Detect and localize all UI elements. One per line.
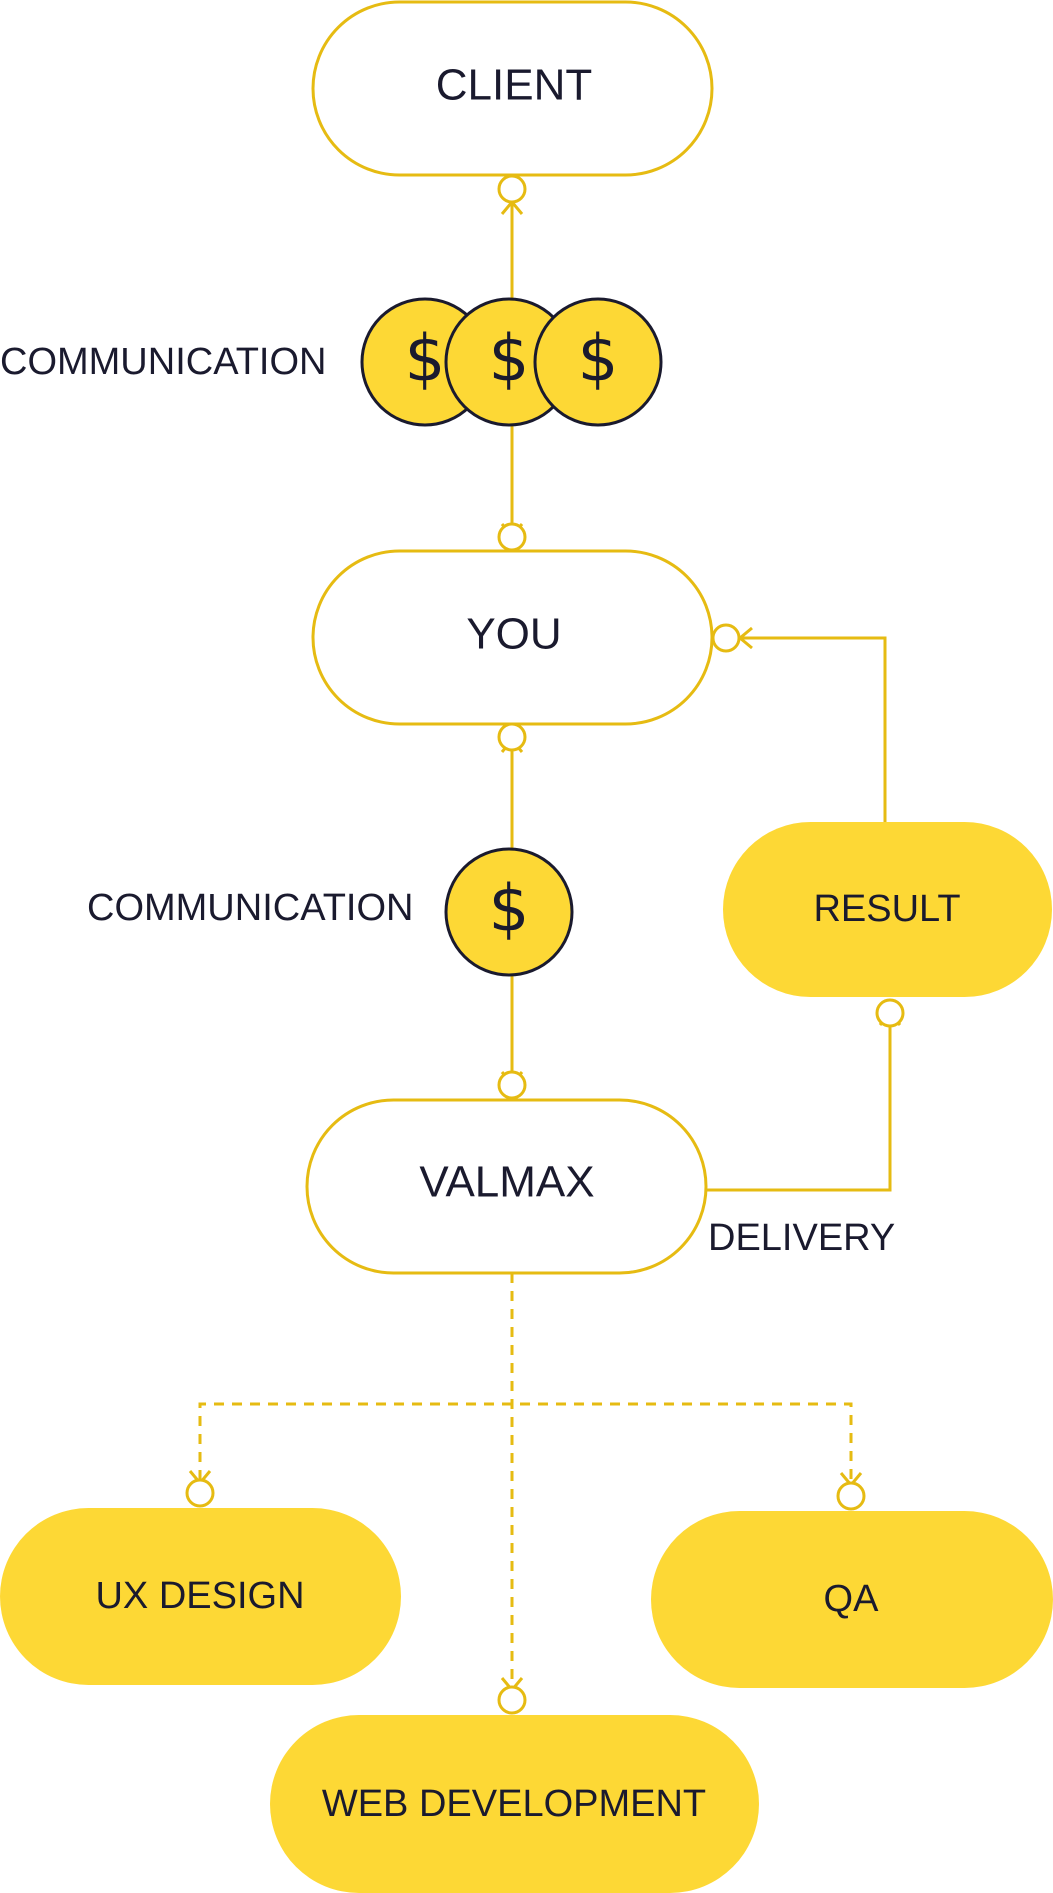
branch-dashed-line <box>198 1402 853 1480</box>
coin-group-middle: $ <box>444 847 574 977</box>
connector-endpoints <box>185 174 905 1715</box>
result-label: RESULT <box>813 888 960 930</box>
endpoint-circle <box>185 1478 215 1508</box>
client-pill <box>311 0 714 177</box>
you-pill <box>311 549 714 726</box>
communication-top-label: COMMUNICATION <box>0 341 327 383</box>
qa-label: QA <box>824 1578 880 1620</box>
coin-group-top: $ $ $ <box>360 297 663 427</box>
valmax-pill <box>305 1098 708 1275</box>
valmax-label: VALMAX <box>419 1158 594 1207</box>
node-valmax: VALMAX <box>305 1098 708 1275</box>
endpoint-circle <box>497 1070 527 1100</box>
ux-design-pill <box>0 1508 401 1685</box>
ux-design-label: UX DESIGN <box>95 1575 304 1617</box>
web-development-label: WEB DEVELOPMENT <box>322 1783 706 1825</box>
endpoint-circle <box>497 174 527 204</box>
client-label: CLIENT <box>436 61 592 110</box>
node-qa: QA <box>651 1511 1053 1688</box>
result-pill <box>723 822 1052 997</box>
dollar-coin-icon <box>533 297 663 427</box>
connectors <box>198 200 892 1688</box>
node-result: RESULT <box>723 822 1052 997</box>
endpoint-circle <box>497 722 527 752</box>
you-label: YOU <box>466 610 561 659</box>
endpoint-circle <box>836 1481 866 1511</box>
dollar-coin-icon <box>444 847 574 977</box>
valmax-result-line <box>706 1026 892 1192</box>
endpoint-circle <box>711 623 741 653</box>
result-you-line <box>740 636 887 822</box>
communication-middle-label: COMMUNICATION <box>87 887 414 929</box>
qa-pill <box>651 1511 1053 1688</box>
dollar-sign-icon: $ <box>405 323 446 397</box>
node-client: CLIENT <box>311 0 714 177</box>
node-ux-design: UX DESIGN <box>0 1508 401 1685</box>
delivery-label: DELIVERY <box>708 1217 895 1259</box>
dollar-sign-icon: $ <box>578 323 619 397</box>
web-development-pill <box>270 1715 759 1893</box>
node-you: YOU <box>311 549 714 726</box>
endpoint-circle <box>497 522 527 552</box>
dollar-sign-icon: $ <box>489 873 530 947</box>
endpoint-circle <box>497 1685 527 1715</box>
node-web-development: WEB DEVELOPMENT <box>270 1715 759 1893</box>
endpoint-circle <box>875 998 905 1028</box>
dollar-sign-icon: $ <box>489 323 530 397</box>
